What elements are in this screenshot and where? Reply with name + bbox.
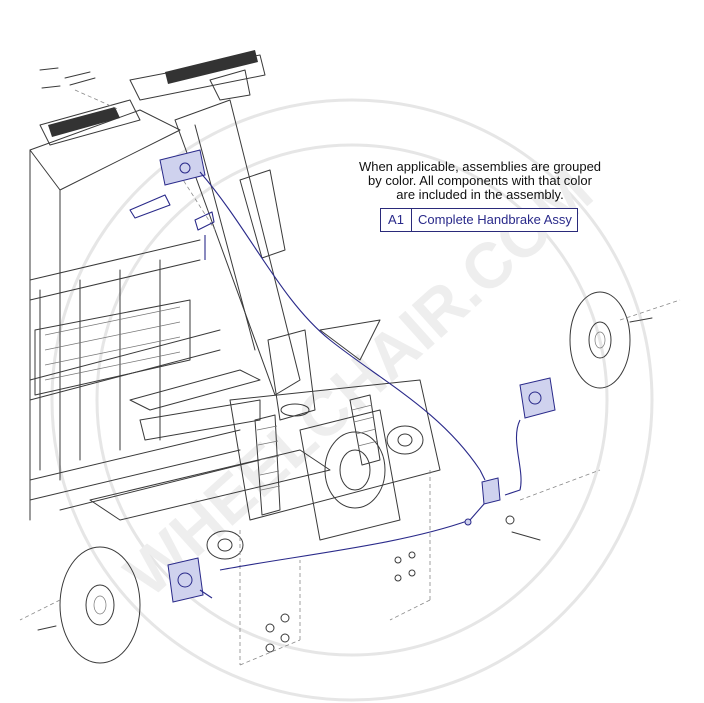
note-line-3: are included in the assembly. [396,187,564,202]
legend-label: Complete Handbrake Assy [418,212,572,227]
legend-code: A1 [381,209,412,231]
assembly-color-note: When applicable, assemblies are grouped … [340,160,620,202]
frame-drawing [19,50,681,666]
note-line-1: When applicable, assemblies are grouped [358,159,602,174]
assembly-legend: A1 Complete Handbrake Assy [380,208,578,232]
handbrake-assembly [129,149,556,603]
note-line-2: by color. All components with that color [367,173,592,188]
